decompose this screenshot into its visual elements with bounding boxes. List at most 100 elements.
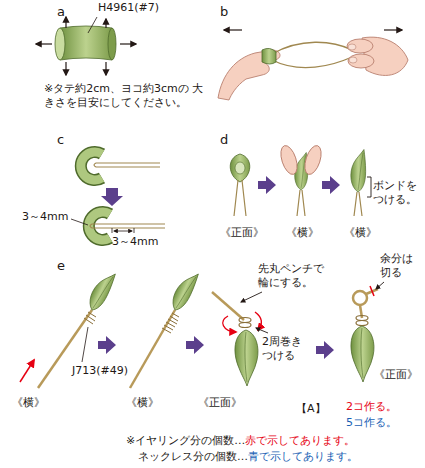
side-leaf-figure [351, 150, 366, 193]
glue-note: ボンドを つける。 [373, 179, 421, 207]
panel-letter: c [57, 132, 64, 148]
pinch-figure [278, 144, 301, 177]
size-note: ※タテ約2cm、ヨコ約3cmの 大きさを目安にしてください。 [44, 82, 204, 110]
dimension-marks [134, 228, 135, 233]
front-leaf-figure [234, 180, 246, 216]
pinch-figure [302, 144, 325, 177]
stretch-arrows [65, 62, 66, 75]
count-note: 5コ作る。 [346, 416, 397, 430]
wrap-figure [239, 323, 251, 328]
rod-figure [130, 310, 175, 388]
hands-figure [349, 57, 357, 63]
front-leaf-figure [230, 154, 250, 182]
sheet-figure [55, 26, 116, 60]
hands-figure [218, 37, 408, 100]
wrap-figure [256, 328, 268, 333]
hands-figure [272, 42, 352, 54]
panel-letter: a [57, 4, 65, 20]
step-arrow [322, 176, 340, 194]
c-shape-figure [81, 152, 102, 180]
pull-arrows [384, 29, 402, 30]
view-label: 《横》 [344, 226, 377, 240]
rod-figure [84, 312, 96, 324]
set-label: 【A】 [296, 402, 326, 416]
c-shape-figure [81, 152, 102, 180]
wrap-figure [212, 292, 268, 386]
dimension: 3～4mm [112, 235, 158, 249]
wrap-figure [255, 312, 261, 330]
ring-figure [356, 321, 368, 326]
stretch-arrows [36, 43, 52, 44]
hands-figure [348, 54, 374, 68]
dimension-marks [71, 219, 134, 233]
ring-figure [351, 326, 374, 382]
dimension-marks [114, 231, 132, 232]
sheet-figure [108, 28, 116, 60]
part-number: H4961(#7) [98, 1, 159, 15]
wrap-figure [223, 316, 236, 332]
pull-arrows [224, 29, 402, 30]
step-arrow [258, 176, 276, 194]
side-leaf-figure [351, 150, 371, 217]
ring-figure [376, 282, 384, 289]
panel-letter: b [220, 4, 228, 20]
footnote: 赤で示してあります。 [245, 434, 355, 448]
wrap-figure [212, 292, 244, 320]
wrap-figure [241, 292, 262, 302]
dimension-marks [71, 219, 88, 225]
dimension-marks [112, 228, 113, 233]
panel-letter: e [57, 258, 65, 274]
view-label: 《正面》 [220, 226, 264, 240]
step-arrow [98, 336, 116, 354]
dimension: 3～4mm [22, 210, 68, 224]
sheet-figure [55, 28, 65, 60]
ring-figure [351, 282, 384, 382]
ring-figure [370, 286, 374, 296]
stretch-arrows [105, 62, 106, 75]
stretch-arrows [105, 19, 106, 28]
step-arrow [186, 336, 204, 354]
count-note: 2コ作る。 [346, 400, 397, 414]
hands-figure [272, 57, 352, 68]
footnote: 青で示してあります。 [248, 450, 358, 464]
wrap-note: 2周巻き つける [262, 335, 310, 363]
stretch-arrows [36, 17, 136, 75]
c-shape-figure [81, 152, 160, 180]
pinch-figure [278, 144, 325, 216]
view-label: 《横》 [126, 396, 159, 410]
stretch-arrows [120, 43, 136, 44]
side-leaf-figure [367, 177, 371, 197]
c-shape-figure [90, 224, 165, 228]
front-leaf-figure [235, 162, 245, 174]
view-label: 《正面》 [374, 368, 418, 382]
step-arrow [316, 341, 334, 359]
rod-figure [162, 313, 179, 333]
wrap-figure [239, 318, 251, 323]
ring-figure [356, 316, 368, 321]
cut-note: 余分は 切る [380, 252, 418, 280]
c-shape-figure [94, 163, 160, 167]
pinch-figure [297, 190, 305, 216]
rod-figure [86, 268, 117, 313]
rod-figure [20, 360, 34, 382]
footnote: ※イヤリング分の個数… [126, 434, 245, 448]
pull-arrows [224, 29, 242, 30]
footnote: ネックレス分の個数… [138, 450, 248, 464]
stretch-arrows [65, 17, 66, 28]
wrap-figure [235, 330, 258, 386]
leader-line [88, 17, 97, 33]
hands-figure [347, 39, 373, 53]
rod-figure [169, 268, 200, 313]
sheet-figure [60, 26, 112, 60]
rod-figure [130, 268, 200, 388]
rod-figure [82, 327, 88, 362]
pliers-note: 先丸ペンチで 輪にする。 [258, 262, 330, 290]
hands-figure [262, 48, 276, 64]
c-shape-figure [89, 212, 110, 240]
view-label: 《横》 [286, 226, 319, 240]
front-leaf-figure [230, 154, 250, 216]
side-leaf-figure [354, 192, 362, 216]
panel-letter: d [220, 132, 228, 148]
step-arrow [101, 188, 123, 206]
view-label: 《正面》 [198, 396, 242, 410]
